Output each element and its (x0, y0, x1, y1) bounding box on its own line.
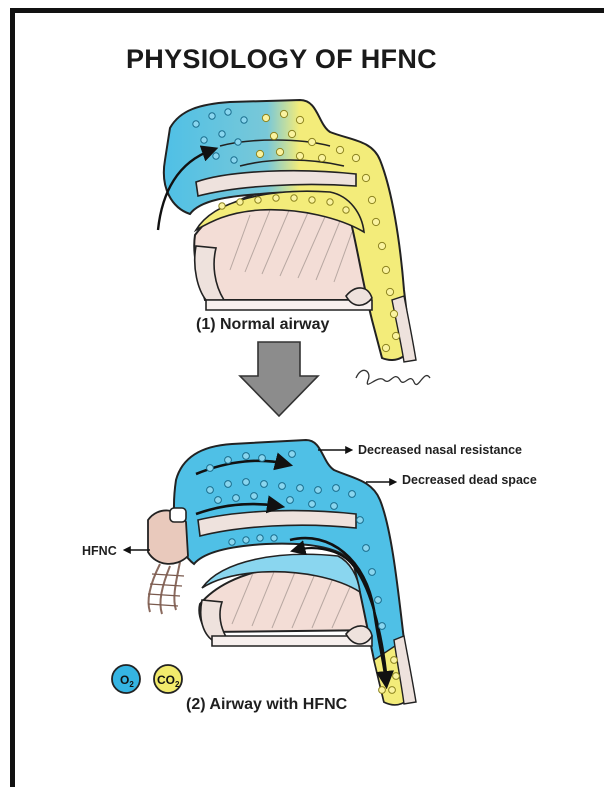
jaw-base (206, 300, 372, 310)
dead-space-label: Decreased dead space (402, 473, 537, 487)
artist-signature (356, 370, 430, 384)
cannula-prong (170, 508, 186, 522)
legend: O2 CO2 (112, 665, 182, 693)
hfnc-cannula (148, 508, 188, 614)
hfnc-airway-caption: (2) Airway with HFNC (186, 696, 347, 714)
hfnc-device-label: HFNC (82, 544, 117, 558)
normal-airway-caption: (1) Normal airway (196, 316, 329, 334)
progression-arrow (240, 342, 318, 416)
nasal-resistance-label: Decreased nasal resistance (358, 443, 522, 457)
